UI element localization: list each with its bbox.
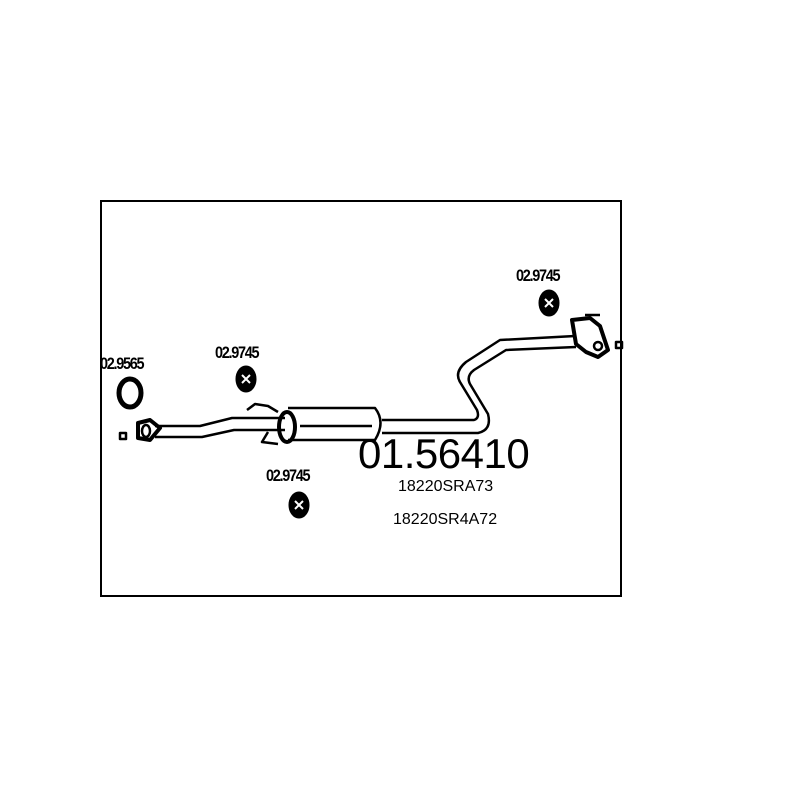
oe-number: 18220SRA73 bbox=[398, 478, 494, 495]
diagram-frame bbox=[100, 200, 622, 597]
component-ref-label: 02.9565 bbox=[100, 354, 145, 373]
rubber-hanger-icon bbox=[288, 491, 310, 519]
component-ref-label: 02.9745 bbox=[215, 343, 260, 362]
outlet-flange bbox=[570, 316, 610, 359]
inlet-connection-marker bbox=[118, 431, 128, 441]
component-ref-label: 02.9745 bbox=[266, 466, 311, 485]
component-ref-label: 02.9745 bbox=[516, 266, 561, 285]
outlet-connection-marker bbox=[614, 340, 624, 350]
middle-muffler bbox=[288, 406, 382, 442]
main-part-number: 01.56410 bbox=[358, 430, 530, 477]
oe-number: 18220SR4A72 bbox=[393, 511, 498, 528]
rubber-hanger-icon bbox=[538, 289, 560, 317]
muffler-inlet bbox=[277, 410, 297, 444]
rear-pipe bbox=[382, 334, 577, 435]
inlet-flange bbox=[136, 418, 162, 442]
gasket-ring-icon bbox=[116, 376, 144, 410]
rubber-hanger-icon bbox=[235, 365, 257, 393]
pipe-bracket bbox=[246, 402, 279, 446]
front-pipe bbox=[155, 416, 285, 439]
